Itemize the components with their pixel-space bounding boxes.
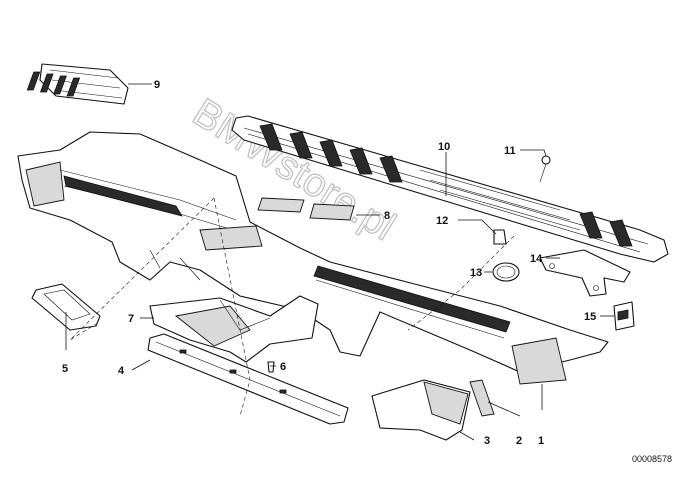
part-9-grille [26, 63, 129, 105]
callout-14: 14 [530, 253, 543, 265]
callout-4: 4 [118, 365, 125, 377]
callout-15: 15 [584, 311, 596, 323]
part-5-frame [31, 283, 101, 331]
callout-11: 11 [504, 145, 516, 157]
callout-9: 9 [154, 79, 160, 91]
part-3-duct [371, 379, 471, 441]
callout-13: 13 [470, 267, 482, 279]
part-7-duct [149, 295, 319, 363]
part-2-gasket [469, 379, 495, 417]
part-13-clamp [492, 262, 520, 282]
part-8-pads [257, 197, 355, 221]
callout-1: 1 [538, 435, 544, 447]
callout-2: 2 [516, 435, 522, 447]
part-15-clip [613, 301, 635, 331]
part-6-screw [267, 361, 275, 373]
part-14-bracket [539, 249, 631, 297]
callout-7: 7 [128, 313, 134, 325]
part-12-clip [493, 229, 507, 245]
part-4-strip [147, 333, 349, 425]
reference-number: 00008578 [632, 454, 672, 464]
callout-8: 8 [384, 210, 390, 222]
callout-5: 5 [62, 363, 68, 375]
leader-lines [65, 83, 614, 441]
callout-labels: 9 10 11 8 12 13 14 15 7 5 4 6 3 2 1 [62, 79, 596, 447]
callout-3: 3 [484, 435, 490, 447]
callout-6: 6 [280, 361, 286, 373]
part-11-screw [539, 155, 551, 183]
part-1-main-body [17, 131, 609, 385]
callout-10: 10 [438, 141, 450, 153]
callout-12: 12 [436, 215, 448, 227]
